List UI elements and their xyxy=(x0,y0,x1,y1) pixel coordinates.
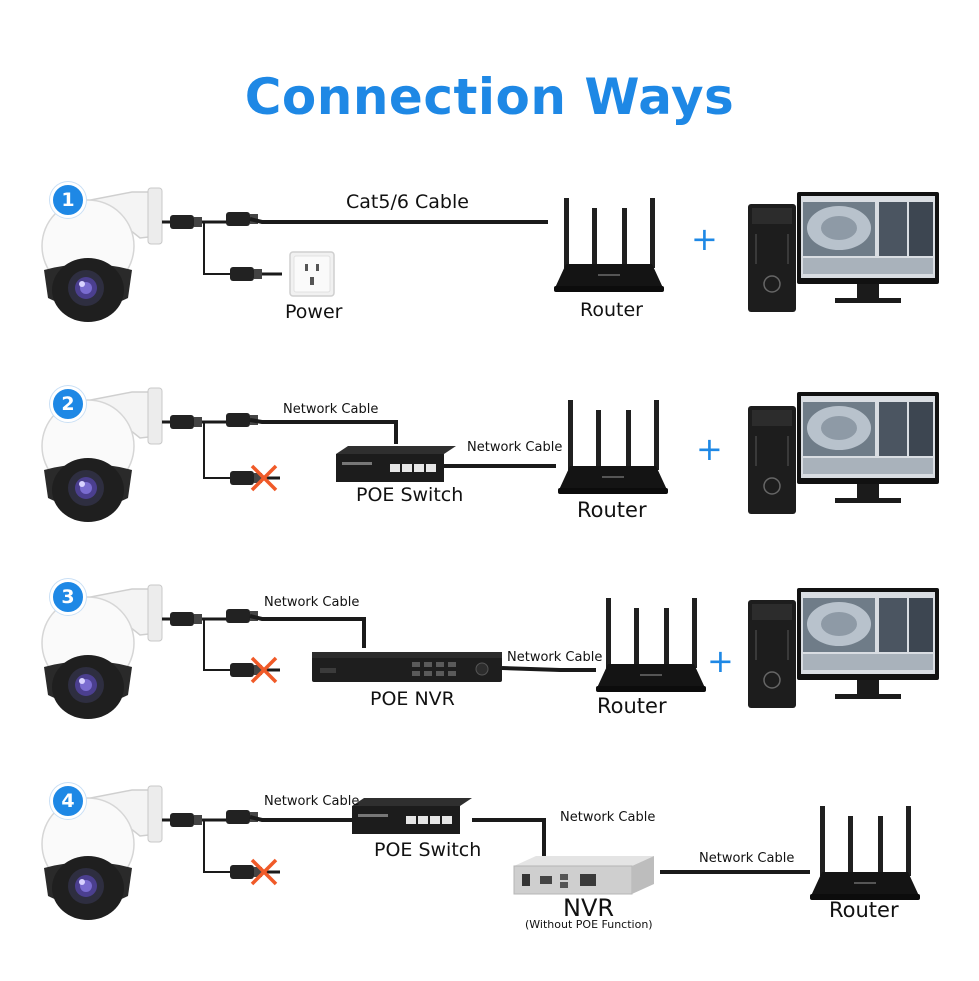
router-icon xyxy=(596,598,706,692)
desktop-pc-icon xyxy=(747,203,797,313)
plus-sign: + xyxy=(691,220,718,258)
monitor-icon xyxy=(797,392,939,503)
nvr-note: (Without POE Function) xyxy=(525,918,653,931)
power-label: Power xyxy=(285,301,343,323)
cable-label: Cat5/6 Cable xyxy=(346,191,469,213)
wall-socket-icon xyxy=(289,251,335,297)
cable-label: Network Cable xyxy=(507,650,603,665)
router-label: Router xyxy=(597,694,667,718)
nvr-label: NVR xyxy=(563,894,615,922)
device-label: POE Switch xyxy=(356,484,464,506)
network-cable-line xyxy=(249,815,352,822)
plug-icon xyxy=(170,215,202,229)
plug-icon xyxy=(170,415,202,429)
nvr-icon xyxy=(513,855,655,895)
cable-label: Network Cable xyxy=(264,595,360,610)
monitor-icon xyxy=(797,588,939,699)
router-label: Router xyxy=(829,898,899,922)
cable-label: Network Cable xyxy=(264,794,360,809)
network-cable-line xyxy=(501,666,596,672)
network-cable-line xyxy=(249,418,398,444)
cable-label: Network Cable xyxy=(699,851,795,866)
network-cable-line xyxy=(249,614,366,648)
plug-icon xyxy=(170,813,202,827)
way-number-badge: 2 xyxy=(50,386,86,422)
way-3 xyxy=(41,584,939,720)
cable-label: Network Cable xyxy=(560,810,656,825)
cat-cable-line xyxy=(249,217,548,224)
desktop-pc-icon xyxy=(747,405,797,515)
plus-sign: + xyxy=(707,642,734,680)
way-4 xyxy=(41,785,920,921)
plus-sign: + xyxy=(696,430,723,468)
nvr-icon xyxy=(311,651,503,683)
router-label: Router xyxy=(577,498,647,522)
router-icon xyxy=(554,198,664,292)
desktop-pc-icon xyxy=(747,599,797,709)
way-2 xyxy=(41,387,939,523)
way-1 xyxy=(41,187,939,323)
switch-label: POE Switch xyxy=(374,839,482,861)
plug-icon xyxy=(170,612,202,626)
poe-switch-icon xyxy=(352,798,472,834)
cable-label: Network Cable xyxy=(283,402,379,417)
device-label: POE NVR xyxy=(370,688,455,710)
monitor-icon xyxy=(797,192,939,303)
network-cable-line xyxy=(472,818,546,856)
page-title: Connection Ways xyxy=(244,68,735,126)
poe-switch-icon xyxy=(336,446,456,482)
way-number-badge: 4 xyxy=(50,783,86,819)
cable-label: Network Cable xyxy=(467,440,563,455)
router-icon xyxy=(810,806,920,900)
way-number-badge: 3 xyxy=(50,579,86,615)
way-number-badge: 1 xyxy=(50,182,86,218)
power-plug-icon xyxy=(230,267,262,281)
router-label: Router xyxy=(580,299,643,321)
router-icon xyxy=(558,400,668,494)
